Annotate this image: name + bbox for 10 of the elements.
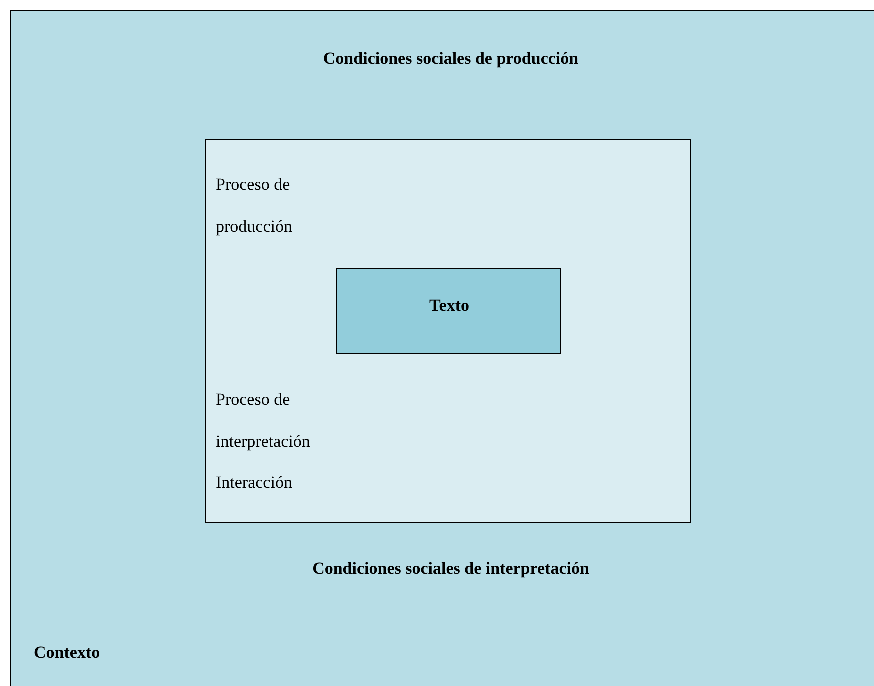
label: Proceso de interpretación (216, 389, 312, 453)
label: Proceso de producción (216, 174, 294, 238)
label: Texto (428, 295, 470, 317)
text-box (336, 268, 561, 354)
label: Interacción (216, 472, 292, 494)
label: Contexto (34, 642, 100, 664)
heading: Condiciones sociales de interpretación (312, 558, 590, 580)
context-panel (10, 10, 874, 686)
heading: Condiciones sociales de producción (322, 48, 580, 70)
interaction-box (205, 139, 691, 523)
